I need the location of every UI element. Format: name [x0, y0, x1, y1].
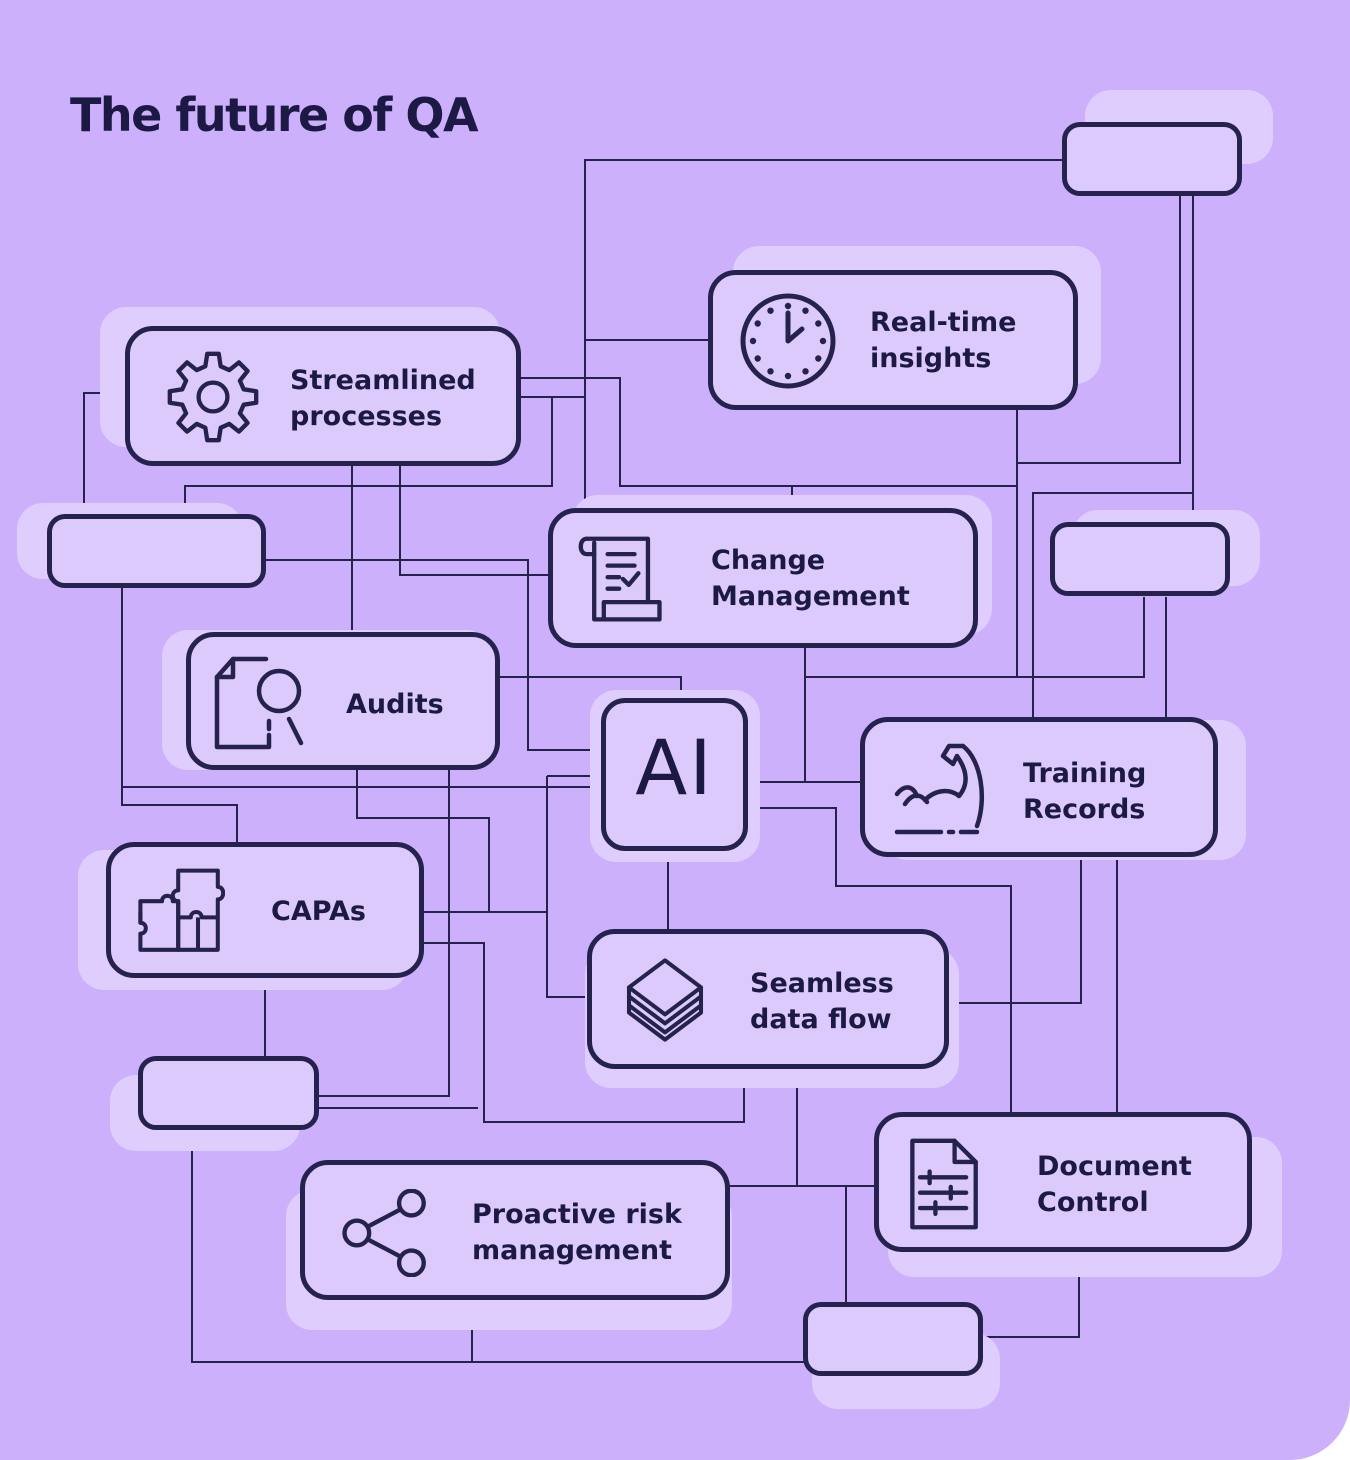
node-label: Seamless data flow [750, 968, 894, 1035]
connector-line [121, 588, 238, 845]
connector-line [184, 396, 553, 516]
node-label: Training Records [1023, 758, 1147, 825]
document-sliders-icon [910, 1138, 978, 1230]
node-label: Document Control [1037, 1151, 1192, 1218]
node-label: Audits [346, 689, 444, 720]
node-training-records: Training Records [860, 717, 1218, 857]
node-label: Real-time insights [870, 307, 1017, 374]
connector-line [191, 1130, 804, 1363]
empty-node [138, 1056, 319, 1130]
connector-line [947, 855, 1082, 1004]
node-label: Proactive risk management [472, 1199, 682, 1266]
empty-node [47, 514, 266, 588]
connector-line [520, 377, 1017, 487]
node-seamless-data-flow: Seamless data flow [587, 929, 949, 1069]
node-proactive-risk-management: Proactive risk management [300, 1160, 730, 1300]
layers-icon [626, 958, 704, 1042]
scroll-checklist-icon [578, 536, 662, 622]
ai-label: AI [635, 723, 714, 812]
share-icon [342, 1189, 426, 1277]
node-change-management: Change Management [548, 508, 978, 648]
puzzle-icon [138, 868, 225, 952]
connector-line [584, 159, 1062, 510]
connector-line [1032, 492, 1193, 720]
connector-line [356, 768, 490, 912]
connector-line [422, 942, 745, 1123]
node-audits: Audits [186, 632, 500, 770]
connector-line [982, 1250, 1080, 1338]
empty-node [803, 1302, 983, 1376]
flexed-arm-icon [894, 743, 985, 835]
connector-line [546, 776, 590, 998]
clock-icon [740, 293, 836, 389]
node-label: CAPAs [271, 896, 366, 927]
empty-node [1050, 522, 1230, 596]
node-ai: AI [601, 698, 748, 851]
node-label: Streamlined processes [290, 365, 476, 432]
connector-line [265, 559, 603, 751]
node-realtime-insights: Real-time insights [708, 270, 1078, 410]
page-title: The future of QA [70, 88, 479, 142]
node-document-control: Document Control [874, 1112, 1252, 1252]
node-label: Change Management [711, 545, 910, 612]
connector-line [318, 768, 450, 1097]
empty-node [1062, 122, 1242, 196]
connector-line [1017, 195, 1181, 464]
node-capas: CAPAs [106, 842, 424, 978]
node-streamlined-processes: Streamlined processes [125, 326, 521, 466]
connector-line [747, 807, 1012, 1114]
gear-icon [167, 351, 259, 443]
connector-line [805, 597, 1145, 678]
connector-line [399, 465, 548, 576]
document-magnifier-icon [214, 656, 304, 750]
